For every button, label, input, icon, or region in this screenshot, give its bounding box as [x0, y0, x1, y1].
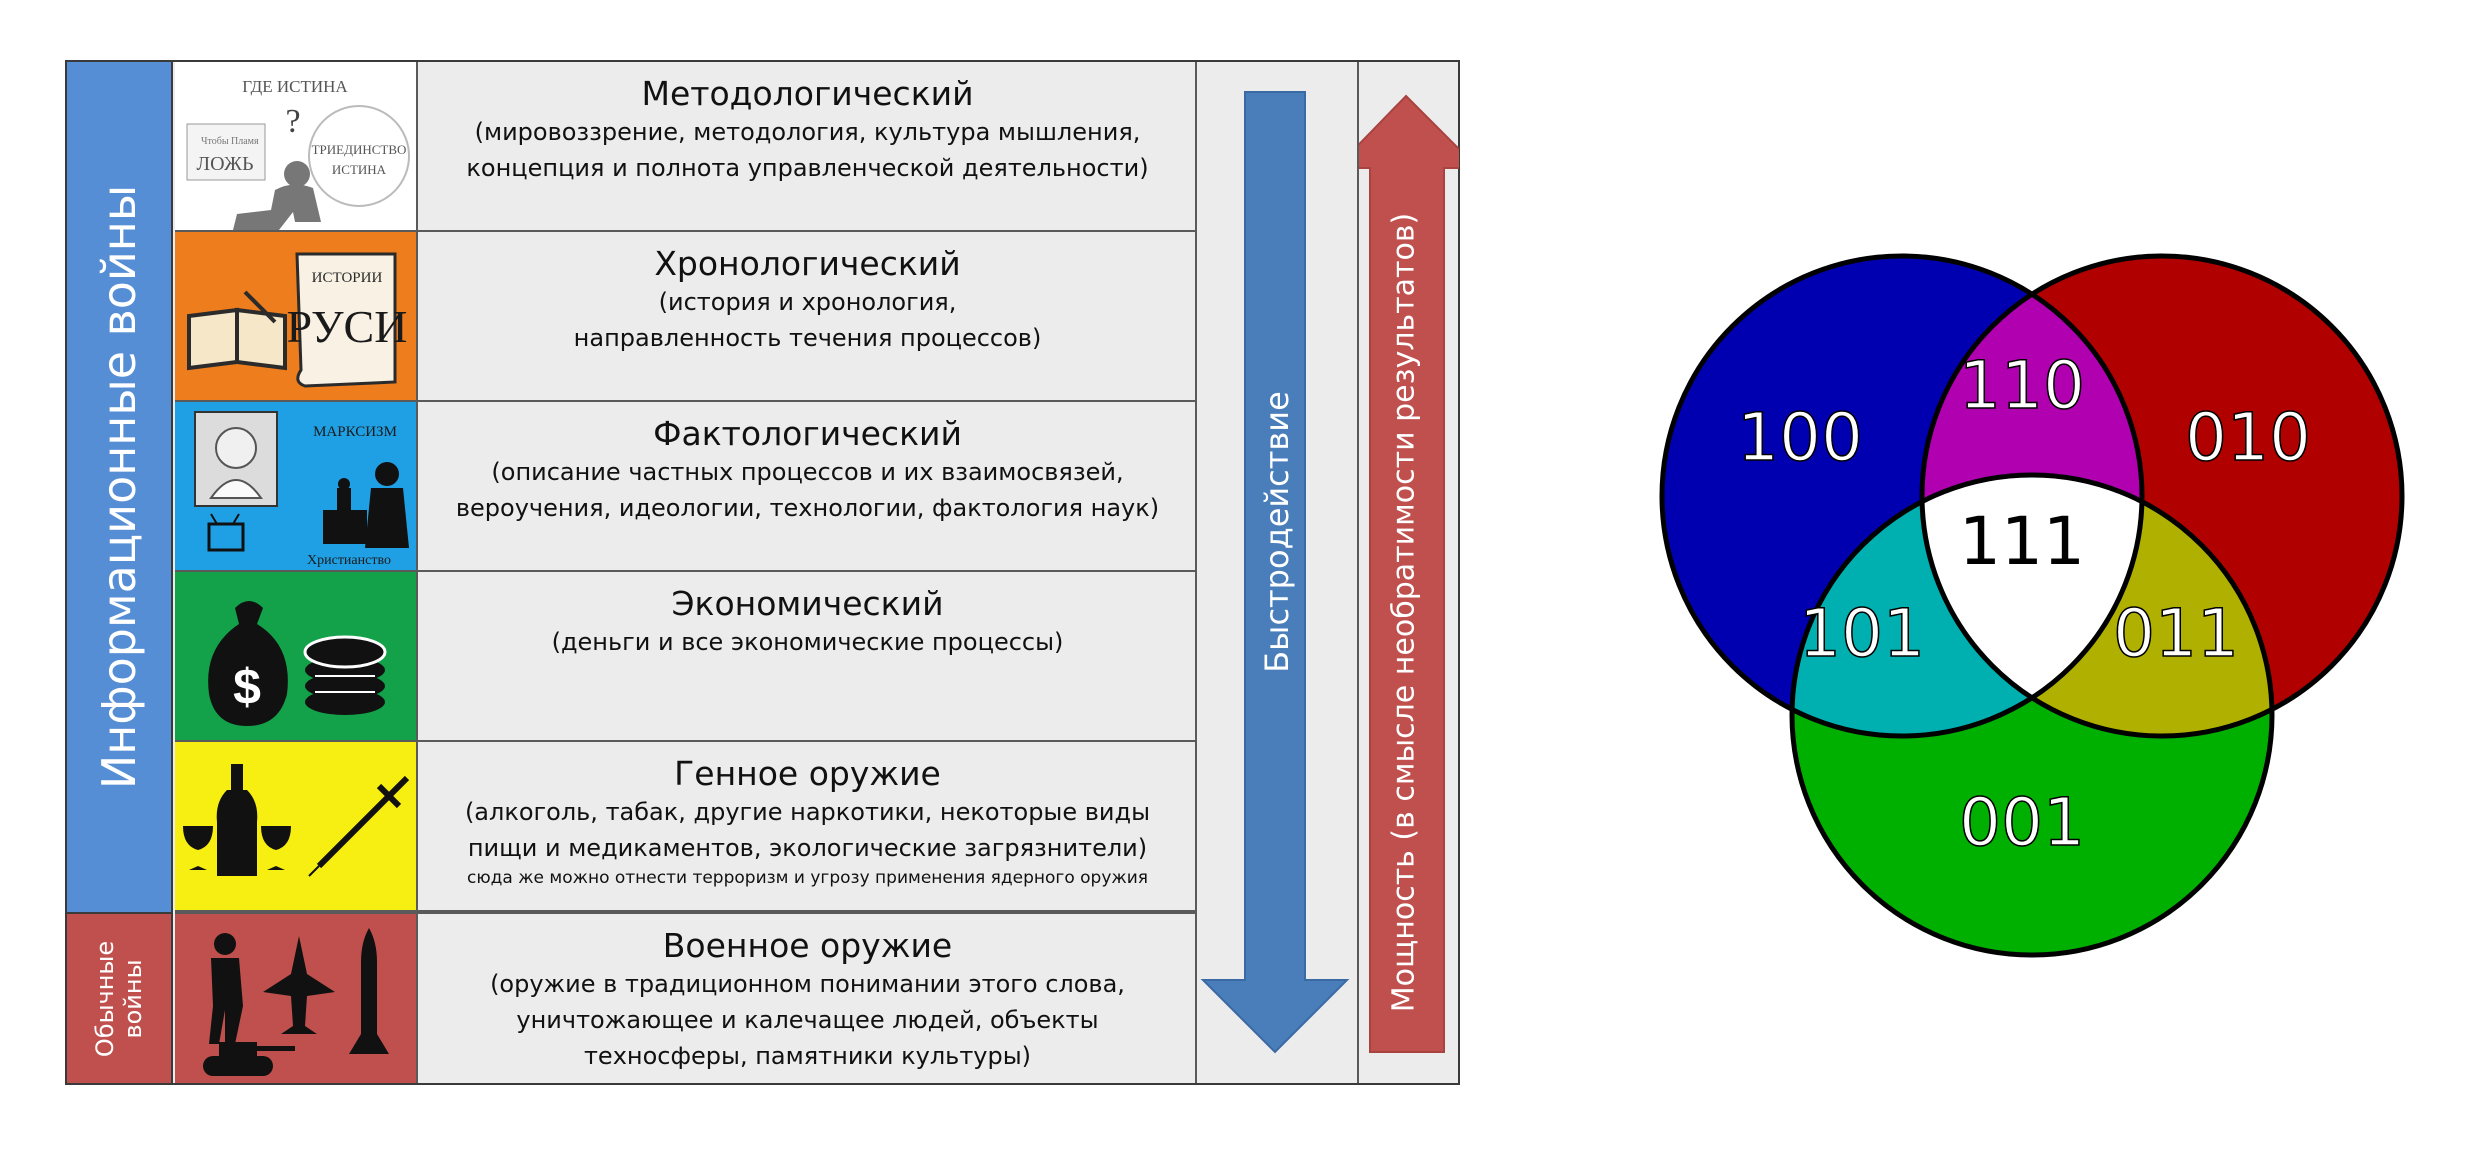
missile-icon — [349, 928, 389, 1054]
label-001: 001 — [1959, 784, 2085, 861]
row-military-weapons: Военное оружие (оружие в традиционном по… — [175, 912, 1197, 1083]
chronological-text: Хронологический (история и хронология, н… — [418, 232, 1197, 400]
tv-icon — [207, 522, 245, 552]
coins-icon — [303, 635, 387, 715]
levels-table: Информационные войны Обычные войны ГДЕ И… — [65, 60, 1460, 1085]
label-011: 011 — [2113, 595, 2239, 672]
methodology-icon: ГДЕ ИСТИНА ? Чтобы Пламя ЛОЖЬ ТРИЕДИНСТВ… — [175, 62, 418, 230]
money-bag-icon: $ — [208, 601, 288, 726]
tank-icon — [203, 1042, 295, 1076]
dollar-text: $ — [233, 659, 261, 715]
separator — [1357, 62, 1359, 1083]
small-text-1: Чтобы — [201, 136, 229, 147]
info-wars-label: Информационные войны — [92, 184, 146, 790]
question-mark: ? — [285, 103, 300, 140]
row-gene-weapons: Генное оружие (алкоголь, табак, другие н… — [175, 742, 1197, 912]
power-arrow — [1359, 94, 1459, 1053]
regular-wars-column: Обычные войны — [67, 912, 173, 1083]
factology-icon: МАРКСИЗМ Христианство — [175, 402, 418, 570]
label-101: 101 — [1799, 595, 1925, 672]
row-desc-line: (деньги и все экономические процессы) — [551, 628, 1064, 656]
soldier-icon — [209, 933, 243, 1044]
row-desc-line: (история и хронология, — [658, 288, 957, 316]
row-title: Экономический — [671, 584, 944, 623]
church-icon — [323, 478, 367, 544]
row-title: Генное оружие — [674, 754, 941, 793]
row-title: Военное оружие — [662, 926, 953, 965]
row-title: Фактологический — [653, 414, 962, 453]
marxism-text: МАРКСИЗМ — [313, 424, 397, 440]
row-desc-line: пищи и медикаментов, экологические загря… — [467, 834, 1148, 862]
label-010: 010 — [2185, 399, 2311, 476]
methodological-text: Методологический (мировоззрение, методол… — [418, 62, 1197, 230]
military-text: Военное оружие (оружие в традиционном по… — [418, 914, 1197, 1083]
jet-icon — [263, 936, 335, 1034]
truth-text: ИСТИНА — [332, 162, 387, 177]
row-desc-line: направленность течения процессов) — [573, 324, 1042, 352]
economic-text: Экономический (деньги и все экономически… — [418, 572, 1197, 740]
scroll-top-text: ИСТОРИИ — [312, 270, 383, 286]
row-note: сюда же можно отнести терроризм и угрозу… — [467, 868, 1148, 888]
history-icon: ИСТОРИИ РУСИ — [175, 232, 418, 400]
speed-label: Быстродействие — [1258, 391, 1296, 673]
syringe-icon — [308, 775, 410, 877]
gene-weapons-text: Генное оружие (алкоголь, табак, другие н… — [418, 742, 1197, 910]
row-desc-line: (оружие в традиционном понимании этого с… — [490, 970, 1125, 998]
row-title: Методологический — [641, 74, 974, 113]
small-text-2: Пламя — [231, 136, 259, 147]
gene-weapons-icon — [175, 742, 418, 910]
row-desc-line: вероучения, идеологии, технологии, факто… — [455, 494, 1160, 522]
bottle-icon — [216, 764, 258, 876]
glass-icon — [183, 826, 291, 870]
row-economic: $ Экономический (деньги и все экономичес… — [175, 572, 1197, 742]
row-chronological: ИСТОРИИ РУСИ Хронологический (история и … — [175, 232, 1197, 402]
priest-icon — [365, 462, 409, 548]
regular-wars-label: Обычные войны — [91, 940, 148, 1057]
info-wars-column: Информационные войны — [67, 62, 173, 912]
row-desc-line: (мировоззрение, методология, культура мы… — [474, 118, 1141, 146]
scroll-main-text: РУСИ — [287, 301, 408, 352]
label-110: 110 — [1959, 347, 2085, 424]
row-factological: МАРКСИЗМ Христианство Фа — [175, 402, 1197, 572]
venn-diagram: 100 010 110 111 101 011 001 — [1659, 253, 2405, 958]
where-truth-text: ГДЕ ИСТИНА — [242, 77, 348, 96]
christianity-text: Христианство — [307, 553, 391, 568]
thinker-icon — [233, 161, 321, 230]
row-desc-line: (алкоголь, табак, другие наркотики, неко… — [464, 798, 1151, 826]
row-desc-line: техносферы, памятники культуры) — [583, 1042, 1032, 1070]
military-icon — [175, 914, 418, 1083]
row-desc-line: уничтожающее и калечащее людей, объекты — [516, 1006, 1099, 1034]
trinity-text: ТРИЕДИНСТВО — [312, 142, 407, 157]
lie-text: ЛОЖЬ — [197, 153, 254, 175]
label-111: 111 — [1959, 503, 2085, 580]
row-title: Хронологический — [654, 244, 961, 283]
separator — [1195, 62, 1197, 1083]
book-icon — [187, 290, 287, 371]
row-methodological: ГДЕ ИСТИНА ? Чтобы Пламя ЛОЖЬ ТРИЕДИНСТВ… — [175, 62, 1197, 232]
speed-arrow — [1200, 91, 1350, 1054]
row-desc-line: концепция и полнота управленческой деяте… — [466, 154, 1149, 182]
row-desc-line: (описание частных процессов и их взаимос… — [491, 458, 1124, 486]
factological-text: Фактологический (описание частных процес… — [418, 402, 1197, 570]
label-100: 100 — [1737, 399, 1863, 476]
economy-icon: $ — [175, 572, 418, 740]
power-label: Мощность (в смысле необратимости результ… — [1386, 212, 1422, 1012]
scroll-icon: ИСТОРИИ РУСИ — [287, 252, 408, 388]
